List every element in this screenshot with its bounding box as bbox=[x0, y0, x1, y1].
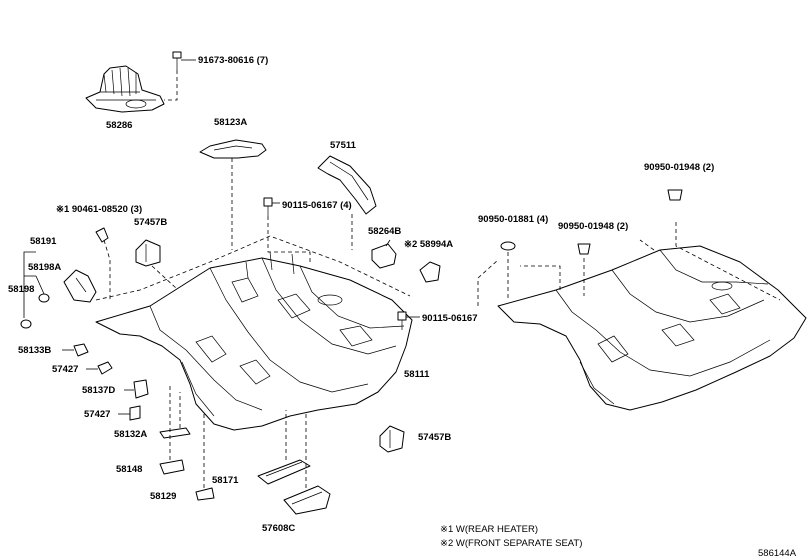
bracket-58148 bbox=[159, 459, 185, 475]
pad-58264B bbox=[371, 243, 397, 269]
plug-90950-01948-right bbox=[667, 189, 683, 201]
grommet-57427-lower bbox=[129, 405, 141, 421]
label-58286: 58286 bbox=[106, 120, 132, 131]
label-90950-01948-right: 90950-01948 (2) bbox=[644, 162, 714, 173]
note-front-separate-seat: ※2 W(FRONT SEPARATE SEAT) bbox=[440, 538, 582, 549]
label-90461: ※1 90461-08520 (3) bbox=[56, 204, 142, 215]
label-58111: 58111 bbox=[404, 369, 430, 380]
label-58148: 58148 bbox=[116, 464, 142, 475]
grommet-57427-upper bbox=[97, 361, 113, 375]
label-58133B: 58133B bbox=[18, 345, 51, 356]
rear-floor-pan bbox=[497, 245, 807, 411]
label-58994A: ※2 58994A bbox=[404, 239, 453, 250]
bolt-91673 bbox=[172, 51, 182, 70]
label-57457B-upper: 57457B bbox=[134, 217, 167, 228]
brace-58171 bbox=[257, 459, 311, 485]
label-58123A: 58123A bbox=[214, 117, 247, 128]
label-58198: 58198 bbox=[8, 284, 34, 295]
bolt-90115-upper bbox=[263, 197, 273, 216]
label-58198A: 58198A bbox=[28, 262, 61, 273]
bracket-58132A bbox=[159, 427, 191, 439]
note-rear-heater: ※1 W(REAR HEATER) bbox=[440, 524, 538, 535]
label-57427-lower: 57427 bbox=[84, 409, 110, 420]
label-58191: 58191 bbox=[30, 236, 57, 247]
grommet-58198 bbox=[20, 319, 32, 329]
label-58132A: 58132A bbox=[114, 429, 147, 440]
label-58129: 58129 bbox=[150, 491, 176, 502]
crossmember-57511 bbox=[317, 155, 377, 215]
bracket-57457B-upper bbox=[135, 239, 161, 267]
label-91673: 91673-80616 (7) bbox=[198, 55, 268, 66]
clip-90461 bbox=[95, 227, 109, 243]
bracket-58123A bbox=[199, 139, 267, 159]
diagram-id: 586144A bbox=[758, 548, 797, 559]
bracket-57457B-lower bbox=[379, 425, 405, 453]
brace-57608C bbox=[283, 485, 331, 515]
label-57427-upper: 57427 bbox=[52, 364, 78, 375]
bracket-58994A bbox=[419, 261, 441, 283]
label-57511: 57511 bbox=[330, 140, 357, 151]
label-58264B: 58264B bbox=[368, 226, 401, 237]
label-58171: 58171 bbox=[212, 475, 239, 486]
label-57457B-lower: 57457B bbox=[418, 432, 451, 443]
label-57608C: 57608C bbox=[262, 523, 295, 534]
bracket-58129 bbox=[195, 487, 215, 501]
plug-90950-01948-middle bbox=[577, 243, 591, 255]
grommet-58198A bbox=[38, 293, 50, 303]
label-90950-01881: 90950-01881 (4) bbox=[478, 214, 548, 225]
bracket-58137D bbox=[133, 379, 149, 399]
label-90950-01948-middle: 90950-01948 (2) bbox=[558, 221, 628, 232]
label-90115-upper: 90115-06167 (4) bbox=[282, 200, 352, 211]
bracket-58133B bbox=[73, 343, 89, 357]
label-58137D: 58137D bbox=[82, 385, 115, 396]
shift-boot-58286 bbox=[85, 65, 165, 113]
bolt-90115-lower bbox=[397, 311, 407, 330]
assembly-58191 bbox=[63, 269, 97, 303]
label-90115-lower: 90115-06167 bbox=[422, 313, 477, 324]
front-floor-pan-58111 bbox=[95, 251, 413, 431]
plug-90950-01881 bbox=[500, 241, 516, 251]
